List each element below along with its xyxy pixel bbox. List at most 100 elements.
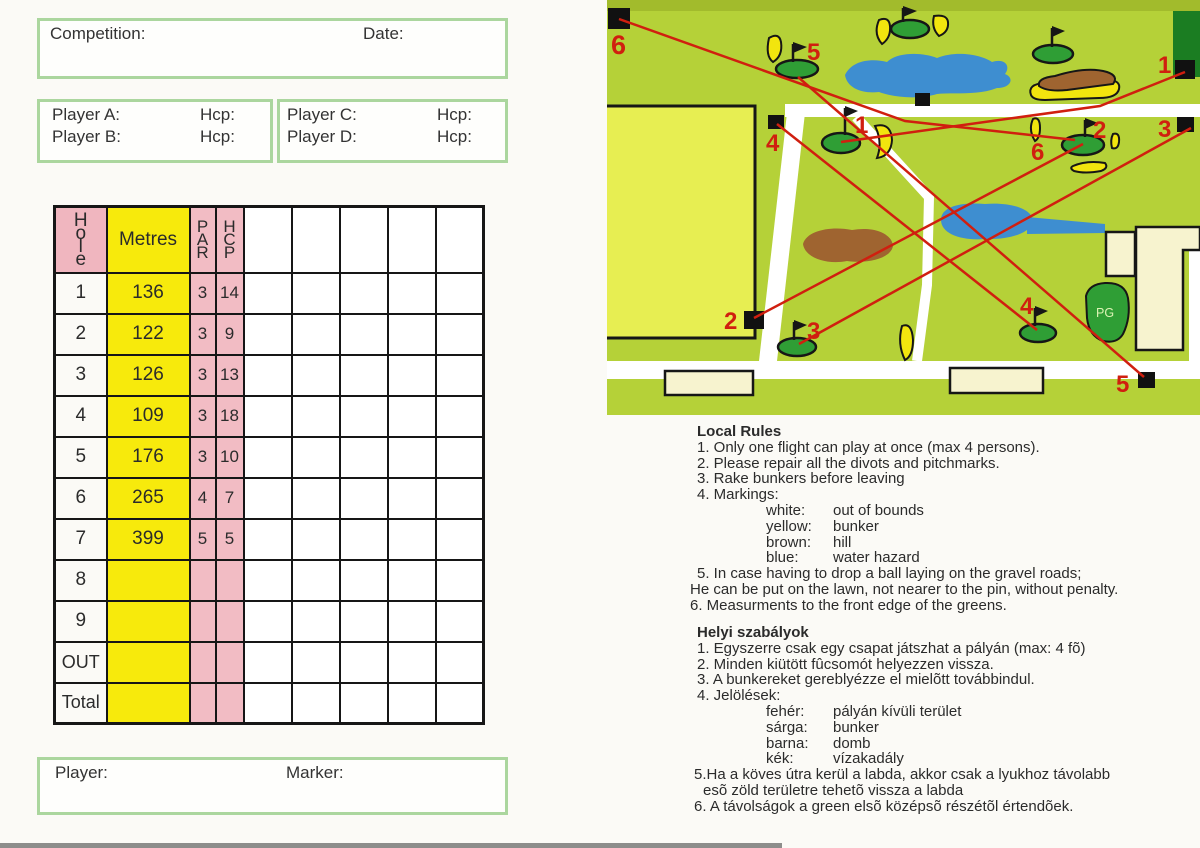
hcp-value [214,681,245,725]
practice-green-label: PG [1096,306,1114,320]
flag-icon [1085,118,1098,129]
hcp-value: 9 [214,312,245,356]
hcp-value: 10 [214,435,245,479]
date-label: Date: [363,24,404,43]
player-c-label: Player C: [287,105,357,124]
building-large [1134,225,1200,352]
table-row: 9 [53,599,485,643]
total-label: Total [53,681,108,725]
rule-line: He can be put on the lawn, not nearer to… [690,580,1119,598]
green-4 [1018,306,1058,344]
rule-line: 5. In case having to drop a ball laying … [697,565,1082,583]
flag-icon [793,42,807,53]
hole-number: 5 [53,435,108,479]
table-row: 6 265 4 7 [53,476,485,520]
flag-icon [1052,26,1065,37]
hcp-d-label: Hcp: [437,127,472,146]
gravel-road-diagonal [852,113,935,362]
tee-6 [608,8,630,29]
green-3-number: 3 [807,318,820,345]
marking-meaning: pályán kívüli terület [833,702,962,720]
metres-value: 265 [105,476,191,520]
bunker-bottom-center [899,324,915,362]
course-map-svg: PG [602,0,1200,415]
water-hazard-top [845,53,1011,98]
gravel-road-left [759,104,806,361]
tee-1-number: 1 [1158,52,1171,79]
local-rules-title: Local Rules [697,423,782,440]
out-of-bounds-field [602,104,757,340]
hungarian-rules-title: Helyi szabályok [697,624,809,641]
player-b-label: Player B: [52,127,121,146]
par-value [188,681,217,725]
green-4-number: 4 [1020,293,1034,320]
metres-value [105,681,191,725]
metres-value [105,558,191,602]
hole-line-4 [776,123,1038,331]
players-box-left [37,99,273,163]
par-value: 3 [188,435,217,479]
scan-edge-artifact [0,843,782,848]
tee-6-number: 6 [611,30,626,60]
rule-line: 4. Jelölések: [697,687,781,705]
metres-value: 399 [105,517,191,561]
hole-line-6 [618,17,1076,142]
marking-color: barna: [766,734,809,752]
hole-number: 2 [53,312,108,356]
table-row: 4 109 3 18 [53,394,485,438]
hungarian-rules-section: Helyi szabályok 1. Egyszerre csak egy cs… [690,625,1200,815]
gravel-road-right-edge [1189,248,1200,363]
hole-number: 9 [53,599,108,643]
metres-value [105,640,191,684]
hcp-value [214,558,245,602]
hole-number: 6 [53,476,108,520]
par-value [188,599,217,643]
bunker-green26-right [1110,132,1121,150]
table-row: 3 126 3 13 [53,353,485,397]
table-row-out: OUT [53,640,485,684]
rule-line: esõ zöld területre tehetõ vissza a labda [703,781,964,799]
marker-square [915,93,930,106]
green-1 [820,106,862,155]
bunker-topcenter-right [932,14,950,38]
hcp-value [214,640,245,684]
player-marker-box [37,757,508,815]
marking-row: yellow: bunker [690,517,1200,535]
marking-row: white: out of bounds [690,503,1200,519]
marking-row: kék: vízakadály [690,751,1200,767]
top-edge-strip [607,0,1200,11]
green-3 [776,320,818,358]
course-map: PG [602,0,1200,415]
table-row-total: Total [53,681,485,725]
flag-icon [1035,306,1048,317]
player-a-label: Player A: [52,105,121,124]
hcp-value: 5 [214,517,245,561]
bunker-green5 [766,34,783,64]
marking-meaning: water hazard [833,549,920,567]
out-label: OUT [53,640,108,684]
flag-icon [845,106,858,117]
marking-color: yellow: [766,517,812,535]
hcp-value: 14 [214,271,245,315]
marking-color: kék: [766,750,794,768]
building-bottom-right [948,366,1045,395]
header-metres: Metres [105,205,191,274]
header-hcp: H C P [214,205,245,274]
green-6-number: 6 [1031,139,1044,166]
hole-line-2 [753,142,1084,320]
hole-number: 3 [53,353,108,397]
marking-meaning: bunker [833,517,879,535]
hole-number: 4 [53,394,108,438]
water-hazard-stream [1027,217,1105,234]
hole-number: 7 [53,517,108,561]
tee-1 [1175,60,1195,79]
hill-center [803,228,893,263]
bunker-green26-left [1029,117,1042,143]
green-5-number: 5 [807,39,820,66]
building-bottom-left [663,369,755,397]
par-value: 3 [188,394,217,438]
local-rules-section: Local Rules 1. Only one flight can play … [690,424,1200,614]
par-value [188,640,217,684]
marking-color: blue: [766,549,799,567]
